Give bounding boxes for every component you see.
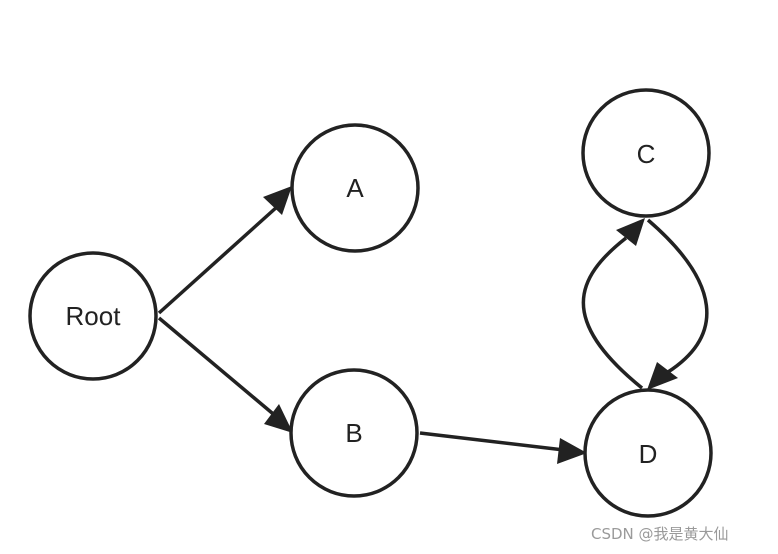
- edge-root-to-a: [157, 204, 280, 315]
- arrowhead-d-to-c: [616, 218, 645, 246]
- arrowhead-root-to-b: [264, 404, 293, 433]
- node-root-label: Root: [66, 301, 122, 331]
- node-d-label: D: [639, 439, 658, 469]
- edges: [157, 186, 709, 464]
- node-a: A: [290, 123, 420, 253]
- edge-root-to-b: [157, 316, 280, 420]
- node-c-label: C: [637, 139, 656, 169]
- node-b: B: [289, 368, 419, 498]
- edge-c-to-d: [646, 218, 709, 374]
- arrowhead-root-to-a: [263, 186, 292, 215]
- node-root: Root: [28, 251, 158, 381]
- node-d: D: [583, 388, 713, 518]
- node-b-label: B: [345, 418, 362, 448]
- node-c: C: [581, 88, 711, 218]
- node-a-label: A: [346, 173, 364, 203]
- arrowhead-b-to-d: [557, 438, 587, 464]
- edge-d-to-c: [581, 236, 644, 390]
- watermark-text: CSDN @我是黄大仙: [591, 525, 729, 543]
- edge-b-to-d: [419, 431, 565, 452]
- arrowhead-c-to-d: [647, 362, 678, 390]
